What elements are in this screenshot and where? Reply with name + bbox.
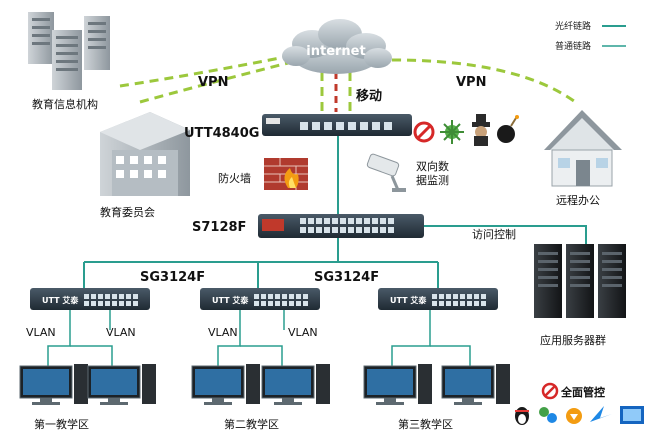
remote-office-house-icon [544, 110, 622, 187]
legend: 光纤链路 普通链路 [555, 20, 626, 52]
virus-icon [440, 120, 464, 144]
legend-fiber-label: 光纤链路 [555, 20, 591, 32]
edu-committee-label: 教育委员会 [100, 205, 155, 219]
core-links [83, 136, 587, 290]
msn-icon [539, 407, 557, 423]
vlan-label-2b: VLAN [288, 326, 318, 339]
qq-icon [515, 407, 529, 425]
download-icon [566, 408, 582, 424]
servers-label: 应用服务器群 [540, 333, 606, 347]
monitor-label-line2: 据监测 [416, 173, 449, 187]
core-switch-s7128f-icon [258, 214, 424, 238]
monitor-label-line1: 双向数 [416, 159, 449, 173]
link-core-to-servers [420, 225, 587, 248]
video-icon [620, 406, 644, 424]
access-switch-1-icon: UTT 艾泰 [30, 288, 150, 310]
edu-org-buildings-icon [28, 12, 110, 90]
server-cluster-icon [534, 244, 626, 318]
vpn-label-right: VPN [456, 75, 486, 90]
forbidden-icon [413, 121, 435, 143]
full-control-block: 全面管控 [515, 382, 644, 425]
vpn-label-left: VPN [198, 75, 228, 90]
switch-3-brand: UTT 艾泰 [390, 295, 427, 305]
full-control-label: 全面管控 [560, 385, 605, 399]
threat-icons [413, 114, 519, 146]
access-switch-3-icon: UTT 艾泰 [378, 288, 498, 310]
vlan-label-1a: VLAN [26, 326, 56, 339]
vlan-label-1b: VLAN [106, 326, 136, 339]
firewall-label: 防火墙 [218, 171, 251, 185]
access-switch-label-a: SG3124F [140, 270, 205, 285]
vpn-link-committee [139, 58, 301, 104]
firewall-icon [264, 158, 308, 190]
cloud-label: internet [306, 44, 365, 59]
camera-icon [366, 153, 406, 192]
mobile-label: 移动 [356, 88, 382, 104]
pc-group-zone-3 [363, 364, 510, 405]
zone-label-2: 第二教学区 [224, 417, 279, 431]
access-switch-label-b: SG3124F [314, 270, 379, 285]
zone-label-1: 第一教学区 [34, 417, 89, 431]
core-router-label: UTT4840G [184, 126, 259, 141]
forbidden-icon-small [541, 382, 559, 400]
vpn-link-edu-org [119, 52, 301, 88]
access-switch-2-icon: UTT 艾泰 [200, 288, 320, 310]
zone-label-3: 第三教学区 [398, 417, 453, 431]
edu-committee-building-icon [100, 112, 190, 196]
pc-group-zone-2 [191, 364, 330, 405]
core-switch-label: S7128F [192, 220, 246, 235]
vpn-link-remote [391, 58, 579, 106]
core-router-utt4840g-icon [262, 114, 412, 136]
access-control-label: 访问控制 [472, 227, 516, 241]
hacker-icon [472, 114, 490, 146]
bomb-icon [497, 115, 519, 143]
legend-normal-label: 普通链路 [555, 40, 591, 52]
access-links [47, 310, 471, 366]
remote-office-label: 远程办公 [556, 194, 600, 207]
bird-icon [590, 406, 612, 422]
switch-2-brand: UTT 艾泰 [212, 295, 249, 305]
switch-1-brand: UTT 艾泰 [42, 295, 79, 305]
internet-cloud: internet [282, 19, 392, 74]
edu-org-label: 教育信息机构 [32, 97, 98, 111]
vpn-links [119, 52, 579, 112]
pc-group-zone-1 [19, 364, 156, 405]
vlan-label-2a: VLAN [208, 326, 238, 339]
